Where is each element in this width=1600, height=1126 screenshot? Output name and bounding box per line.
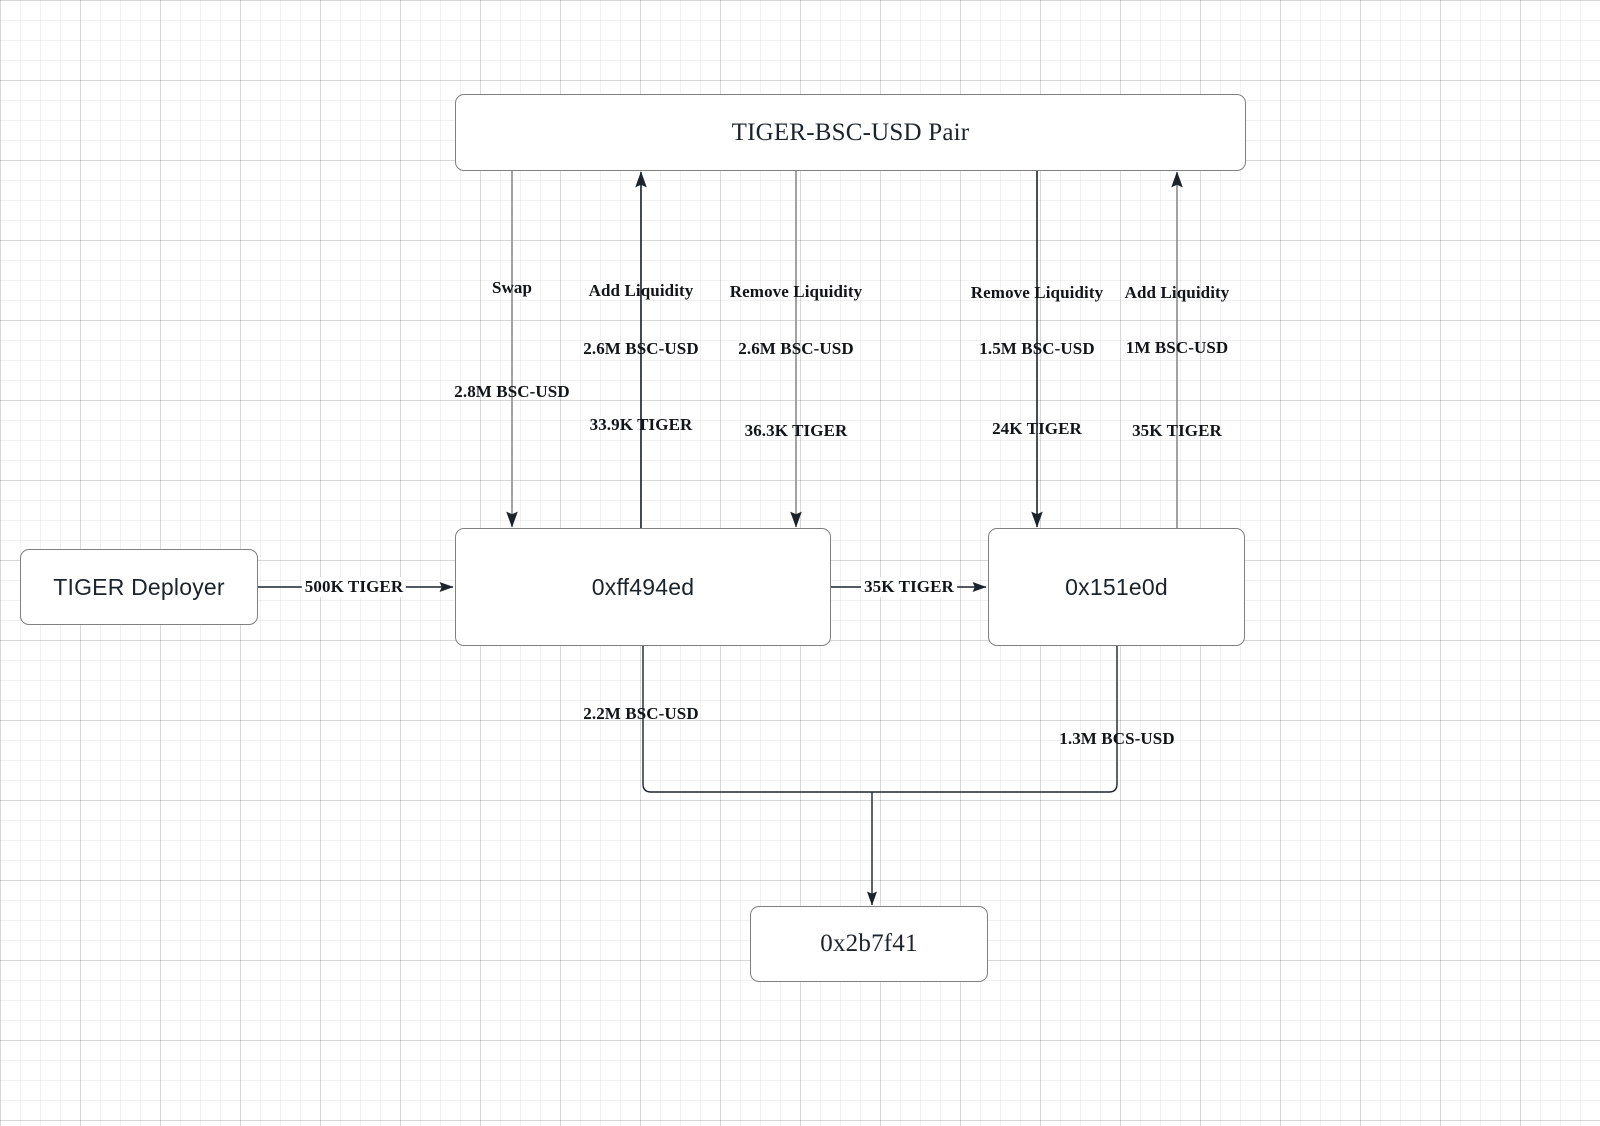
edge-label-add-liquidity-2-action: Add Liquidity — [1124, 283, 1230, 302]
node-0x2b7f41[interactable]: 0x2b7f41 — [750, 906, 988, 982]
edge-151e0d-to-2b7f41 — [872, 646, 1118, 793]
edge-label-remove-liquidity-2-tiger: 24K TIGER — [992, 419, 1082, 438]
node-label: TIGER-BSC-USD Pair — [731, 118, 970, 146]
edge-label-add-liquidity-2-tiger: 35K TIGER — [1132, 421, 1222, 440]
edge-label-add-liquidity-1-usd: 2.6M BSC-USD — [583, 339, 699, 358]
node-0x151e0d[interactable]: 0x151e0d — [988, 528, 1245, 646]
node-label: 0x2b7f41 — [820, 930, 918, 957]
edge-label-out-right: 1.3M BCS-USD — [1059, 729, 1175, 748]
edge-label-swap-action: Swap — [491, 278, 533, 297]
edge-label-internal-transfer: 35K TIGER — [861, 577, 957, 597]
edge-label-deployer-transfer: 500K TIGER — [301, 577, 407, 597]
node-label: 0x151e0d — [1065, 573, 1168, 600]
node-tiger-bsc-usd-pair[interactable]: TIGER-BSC-USD Pair — [455, 94, 1246, 171]
edge-label-add-liquidity-2-usd: 1M BSC-USD — [1125, 338, 1229, 357]
node-0xff494ed[interactable]: 0xff494ed — [455, 528, 831, 646]
edge-label-remove-liquidity-2-usd: 1.5M BSC-USD — [979, 339, 1095, 358]
node-tiger-deployer[interactable]: TIGER Deployer — [20, 549, 258, 625]
edge-label-remove-liquidity-1-tiger: 36.3K TIGER — [744, 421, 848, 440]
node-label: 0xff494ed — [591, 573, 695, 600]
edge-label-add-liquidity-1-tiger: 33.9K TIGER — [589, 415, 693, 434]
edge-ff494ed-to-2b7f41 — [642, 646, 872, 793]
edge-label-swap-amount: 2.8M BSC-USD — [454, 382, 570, 401]
node-label: TIGER Deployer — [53, 573, 225, 600]
edge-label-remove-liquidity-1-action: Remove Liquidity — [729, 282, 863, 301]
edge-label-out-left: 2.2M BSC-USD — [583, 704, 699, 723]
edge-label-add-liquidity-1-action: Add Liquidity — [588, 281, 694, 300]
edge-label-remove-liquidity-2-action: Remove Liquidity — [970, 283, 1104, 302]
edge-label-remove-liquidity-1-usd: 2.6M BSC-USD — [738, 339, 854, 358]
